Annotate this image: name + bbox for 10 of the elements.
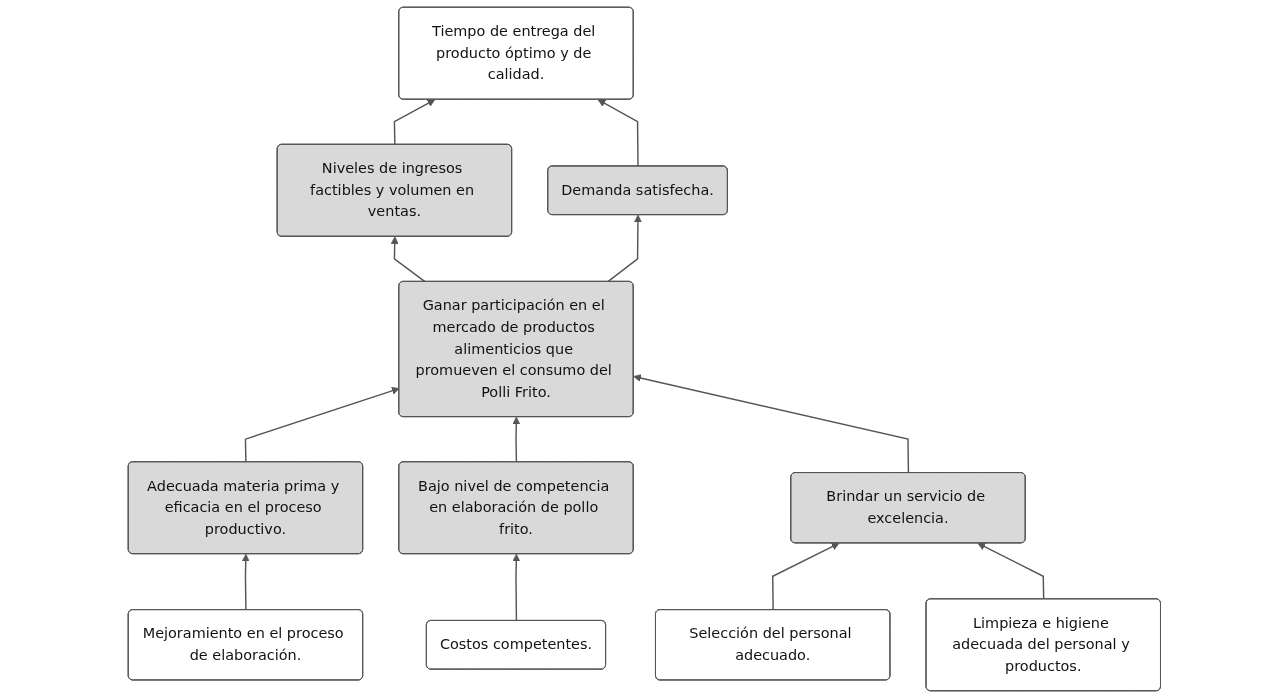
arrow [606, 214, 642, 283]
arrow [244, 387, 400, 463]
arrow [511, 553, 520, 622]
arrow [511, 416, 520, 463]
arrow [632, 374, 909, 474]
arrow [390, 236, 426, 283]
arrow [977, 542, 1045, 600]
arrow [771, 542, 839, 611]
arrow [393, 99, 435, 146]
arrow [241, 553, 250, 611]
